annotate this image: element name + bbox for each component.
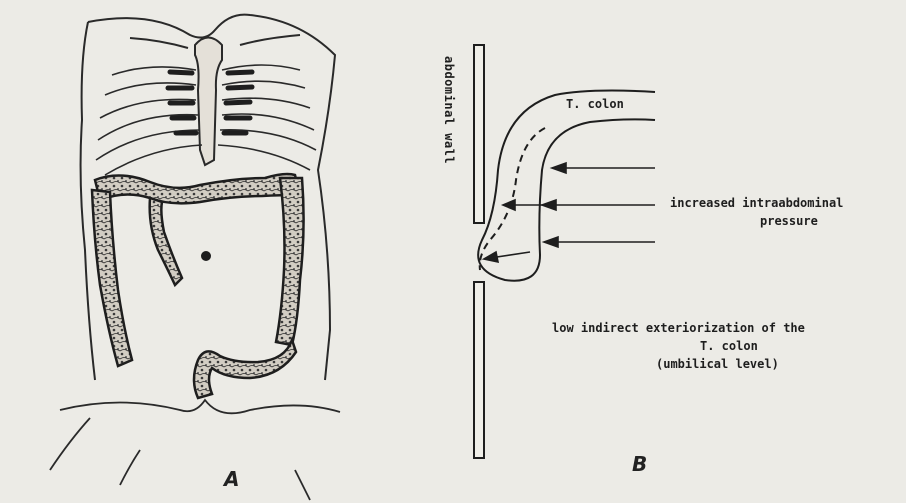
pressure-arrows — [484, 163, 655, 262]
abdominal-wall-lower — [474, 282, 484, 458]
colon-outer-contour — [478, 91, 655, 281]
colon — [92, 174, 304, 398]
panel-a-illustration — [50, 15, 340, 500]
t-colon-label: T. colon — [566, 97, 624, 111]
umbilicus-dot — [201, 251, 211, 261]
caption-line2: T. colon — [700, 339, 758, 353]
caption-line3: (umbilical level) — [656, 357, 779, 371]
panel-b-letter: B — [632, 452, 647, 476]
pelvis-outline — [60, 400, 340, 413]
leg-lines — [50, 418, 310, 500]
pressure-label-line2: pressure — [760, 214, 818, 228]
abdominal-wall-upper — [474, 45, 484, 223]
panel-b-diagram — [474, 45, 655, 458]
caption-line1: low indirect exteriorization of the — [552, 321, 805, 335]
panel-a-letter: A — [224, 467, 239, 491]
abdominal-wall-label: abdominal wall — [442, 56, 456, 164]
colon-protrusion-dashed — [480, 128, 545, 270]
pressure-label-line1: increased intraabdominal — [670, 196, 843, 210]
